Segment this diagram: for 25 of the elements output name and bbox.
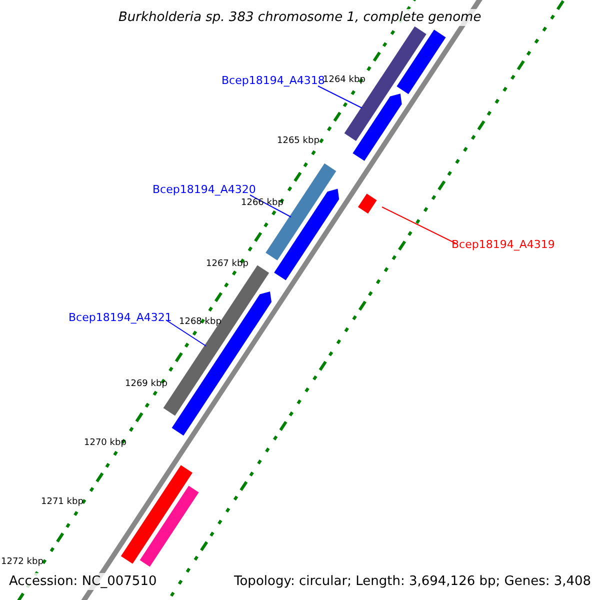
gene-bar	[172, 292, 272, 436]
scale-label: 1267 kbp	[206, 260, 248, 268]
gene-bar	[140, 486, 199, 567]
leader-line	[318, 86, 362, 108]
gene-bar	[120, 465, 192, 564]
scale-label: 1272 kbp	[1, 558, 44, 566]
gene-bar	[358, 194, 377, 214]
leader-line	[166, 320, 206, 346]
gene-bar	[344, 26, 426, 141]
scale-label: 1264 kbp	[323, 76, 366, 84]
scale-label: 1269 kbp	[125, 380, 168, 388]
gene-label: Bcep18194_A4321	[68, 312, 172, 322]
scale-label: 1268 kbp	[179, 318, 222, 326]
scale-label: 1266 kbp	[241, 198, 284, 208]
scale-label: 1271 kbp	[41, 498, 84, 506]
gene-bar	[266, 163, 336, 260]
scale-label: 1270 kbp	[84, 438, 126, 448]
leader-line	[250, 194, 292, 218]
gene-label: Bcep18194_A4320	[152, 184, 256, 194]
gene-bar	[396, 30, 446, 94]
gene-label: Bcep18194_A4319	[452, 238, 555, 250]
gene-label: Bcep18194_A4318	[222, 74, 325, 86]
leader-line	[382, 206, 458, 244]
gene-bar	[352, 94, 402, 161]
scale-label: 1265 kbp	[277, 136, 320, 146]
